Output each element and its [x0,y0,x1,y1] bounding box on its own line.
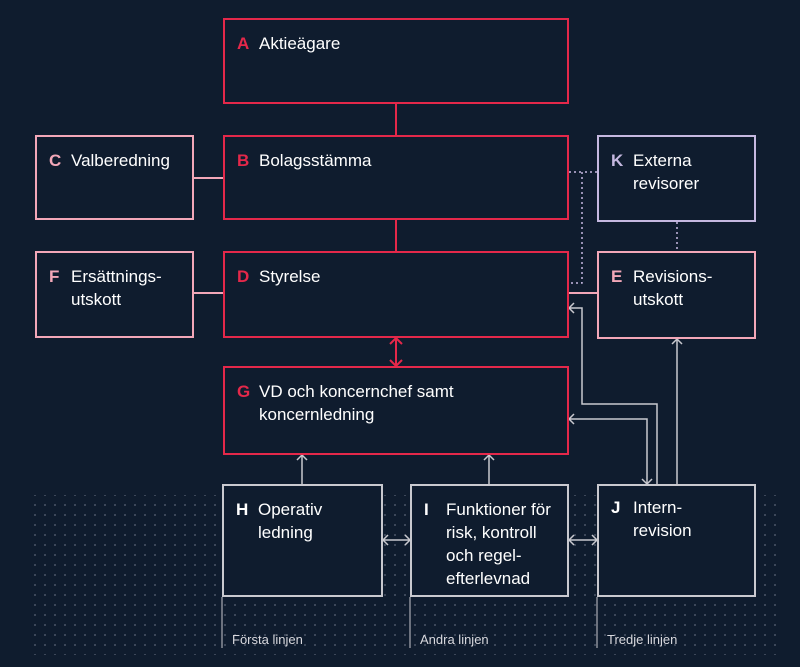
box-c-valberedning: C Valberedning [35,135,194,220]
box-f-text: Ersättnings- utskott [71,267,162,309]
box-b-letter: B [237,151,250,170]
box-h-operativ-ledning: H Operativ ledning [222,484,383,597]
box-k-letter: K [611,151,624,170]
box-a-letter: A [237,34,250,53]
j-e-arrow [671,337,683,484]
box-h-letter: H [236,500,249,519]
box-a-text: Aktieägare [259,34,341,53]
box-i-letter: I [424,500,429,519]
box-a-aktieagare: A Aktieägare [223,18,569,104]
second-line-label: Andra linjen [420,632,489,647]
box-i-text: Funktioner för risk, kontroll och regel-… [446,500,551,588]
k-d-dotted-connector [569,171,597,284]
box-d-letter: D [237,267,250,286]
box-d-text: Styrelse [259,267,321,286]
third-line-label: Tredje linjen [607,632,678,647]
h-g-arrow [296,453,308,484]
box-f-letter: F [49,267,60,286]
box-k-text: Externa revisorer [633,151,700,193]
i-g-arrow [483,453,495,484]
box-e-letter: E [611,267,623,286]
box-c-text: Valberedning [71,151,170,170]
box-e-revisionsutskott: E Revisions- utskott [597,251,756,339]
box-g-vd-koncernledning: G VD och koncernchef samt koncernledning [223,366,569,455]
box-f-ersattningsutskott: F Ersättnings- utskott [35,251,194,338]
box-h-text: Operativ ledning [258,500,323,542]
box-b-text: Bolagsstämma [259,151,372,170]
box-c-letter: C [49,151,62,170]
box-j-text: Intern- revision [633,498,692,540]
box-g-letter: G [237,382,251,401]
box-i-funktioner: I Funktioner för risk, kontroll och regel… [410,484,569,597]
box-b-bolagsstamma: B Bolagsstämma [223,135,569,220]
box-j-letter: J [611,498,621,517]
first-line-label: Första linjen [232,632,303,647]
j-d-arrow [567,302,658,484]
box-e-text: Revisions- utskott [633,267,713,309]
j-g-arrow [567,413,648,484]
box-d-styrelse: D Styrelse [223,251,569,338]
box-j-internrevision: J Intern- revision [597,484,756,597]
box-g-text: VD och koncernchef samt koncernledning [259,382,454,424]
d-g-double-arrow [389,336,403,368]
box-k-externa-revisorer: K Externa revisorer [597,135,756,222]
